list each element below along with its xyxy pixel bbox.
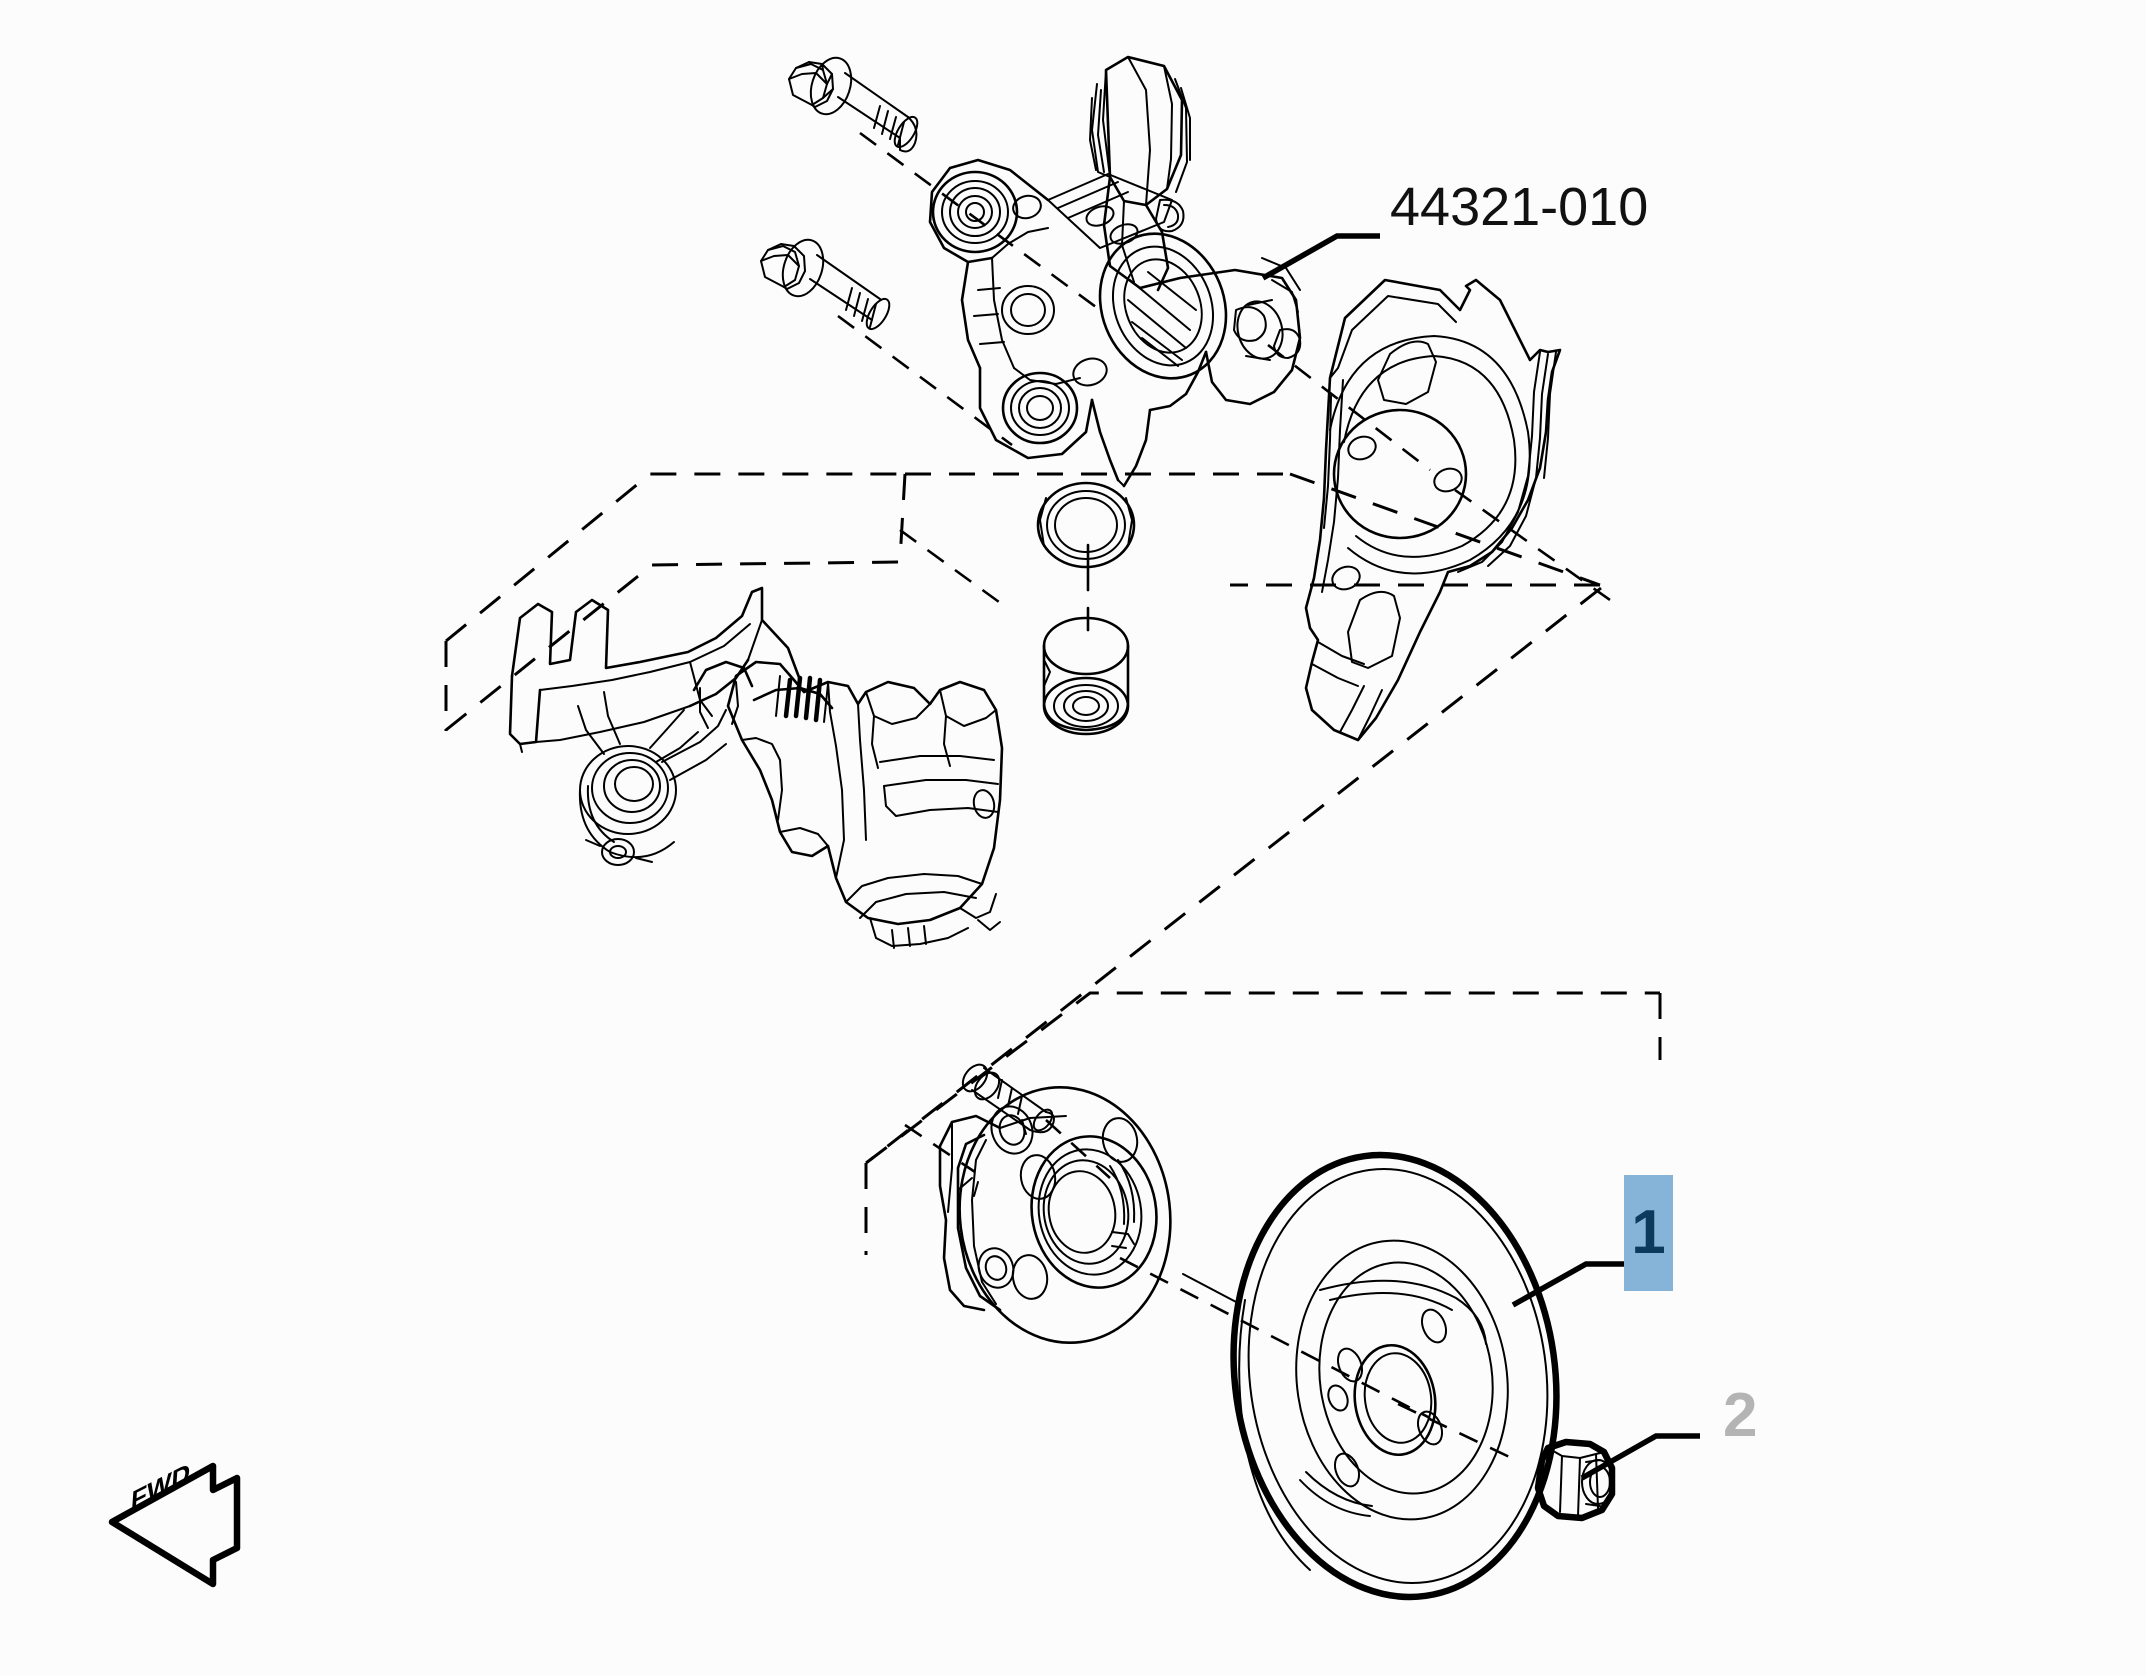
brake-dust-shield (1304, 278, 1562, 742)
index-label-2[interactable]: 2 (1723, 1381, 1758, 1450)
part-number-label: 44321-010 (1390, 177, 1649, 237)
assembly-construction-lines (444, 131, 1662, 1464)
hub-lug-nut (1534, 1438, 1616, 1522)
wheel-hub-bearing (938, 1086, 1172, 1344)
caliper-mounting-bracket (508, 586, 802, 753)
knuckle-mounting-bolt-upper (788, 56, 919, 153)
fwd-arrow-icon (108, 1462, 241, 1588)
callout-leader-lines (1261, 233, 1700, 1481)
index-badge-1[interactable]: 1 (1624, 1175, 1673, 1291)
brake-disc-rotor (1230, 1151, 1560, 1601)
knuckle-mounting-bolt-lower (760, 238, 891, 331)
trailing-arm-bushing (1042, 616, 1130, 736)
steering-knuckle (928, 55, 1302, 569)
brake-caliper-assembly (577, 660, 1004, 949)
hub-retaining-bolt (961, 1063, 1055, 1134)
